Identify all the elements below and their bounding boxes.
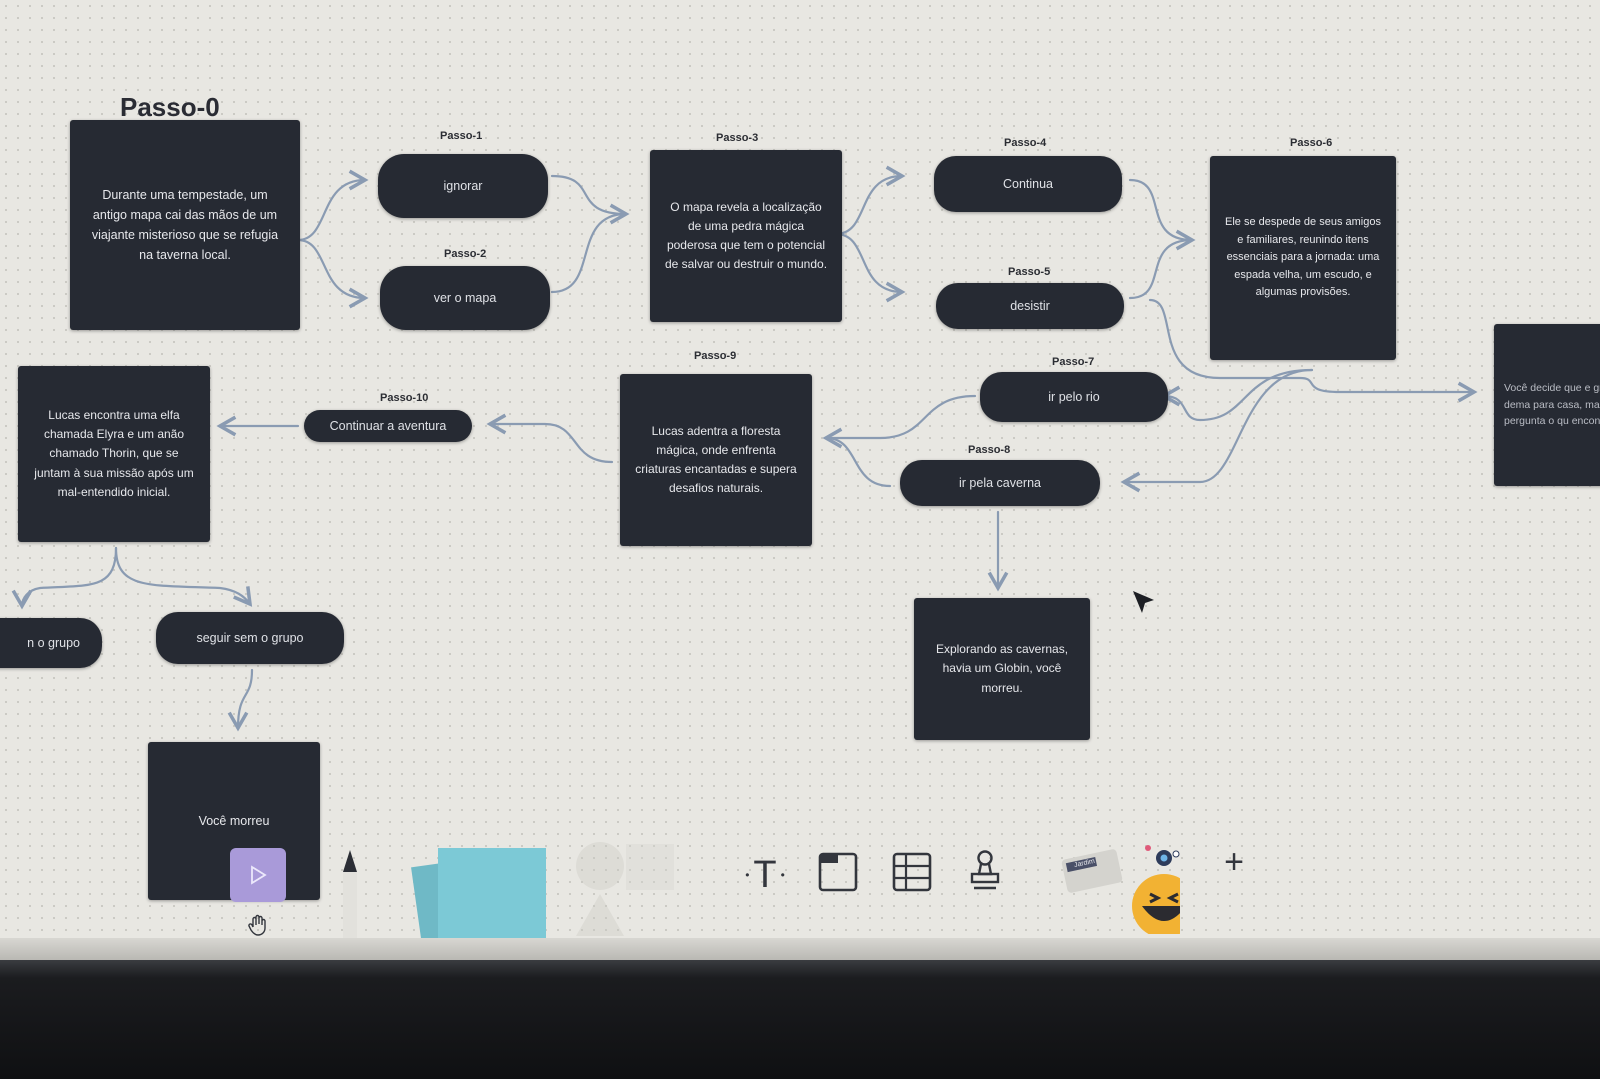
connector bbox=[227, 668, 254, 732]
connector bbox=[11, 546, 118, 610]
pointer-icon bbox=[251, 865, 267, 885]
step-label-passo-1: Passo-1 bbox=[440, 130, 483, 142]
step-card-passo-0[interactable]: Durante uma tempestade, um antigo mapa c… bbox=[70, 120, 300, 330]
choice-pill-seguir-sem-o-grupo[interactable]: seguir sem o grupo bbox=[156, 612, 344, 664]
step-card-passo-9[interactable]: Lucas adentra a floresta mágica, onde en… bbox=[620, 374, 812, 546]
mouse-cursor-icon bbox=[1133, 591, 1154, 613]
pen-icon bbox=[343, 850, 357, 938]
step-label-passo-6: Passo-6 bbox=[1290, 137, 1333, 149]
step-label-passo-2: Passo-2 bbox=[444, 248, 487, 260]
choice-pill-partial-left[interactable]: n o grupo bbox=[0, 618, 102, 668]
step-label-passo-7: Passo-7 bbox=[1052, 356, 1095, 368]
step-card-passo-3[interactable]: O mapa revela a localização de uma pedra… bbox=[650, 150, 842, 322]
step-label-passo-10: Passo-10 bbox=[380, 392, 429, 404]
connector bbox=[824, 436, 892, 488]
connector bbox=[1128, 238, 1194, 300]
choice-pill-ignorar[interactable]: ignorar bbox=[378, 154, 548, 218]
stamp-icon bbox=[970, 850, 1000, 890]
plus-icon: + bbox=[1224, 842, 1244, 881]
choice-pill-desistir[interactable]: desistir bbox=[936, 283, 1124, 329]
monitor-bezel bbox=[0, 960, 1600, 1079]
step-label-passo-4: Passo-4 bbox=[1004, 137, 1047, 149]
choice-pill-ver-o-mapa[interactable]: ver o mapa bbox=[380, 266, 550, 330]
connector bbox=[486, 413, 614, 464]
connector-layer bbox=[11, 165, 1478, 732]
step-label-passo-3: Passo-3 bbox=[716, 132, 759, 144]
connector bbox=[296, 238, 369, 309]
step-label-passo-9: Passo-9 bbox=[694, 350, 737, 362]
step-label-passo-0: Passo-0 bbox=[120, 92, 220, 122]
connector bbox=[834, 232, 906, 303]
step-label-passo-5: Passo-5 bbox=[1008, 266, 1051, 278]
connector bbox=[114, 546, 253, 607]
connector bbox=[1160, 368, 1314, 422]
hand-tool[interactable] bbox=[240, 910, 276, 940]
connector bbox=[1148, 298, 1478, 403]
step-card-partial-right[interactable]: Você decide que e grande dema para casa,… bbox=[1494, 324, 1600, 486]
step-card-caverna-morreu[interactable]: Explorando as cavernas, havia um Globin,… bbox=[914, 598, 1090, 740]
connector bbox=[1128, 178, 1196, 251]
text-tool-glyph: T bbox=[753, 853, 777, 896]
shapes-tool[interactable] bbox=[570, 840, 680, 936]
hand-icon bbox=[248, 914, 266, 936]
choice-pill-continuar-a-aventura[interactable]: Continuar a aventura bbox=[304, 410, 472, 442]
shapes-icon bbox=[576, 842, 674, 936]
text-tool[interactable]: •T• bbox=[745, 853, 785, 896]
connector bbox=[550, 212, 628, 294]
connector bbox=[296, 169, 369, 242]
add-tool-button[interactable]: + bbox=[1214, 842, 1254, 882]
table-icon bbox=[892, 852, 932, 892]
table-tool[interactable] bbox=[890, 850, 934, 894]
whiteboard-canvas[interactable]: Passo-0 Durante uma tempestade, um antig… bbox=[0, 0, 1600, 960]
screen-bottom-edge bbox=[0, 938, 1600, 960]
choice-pill-ir-pela-caverna[interactable]: ir pela caverna bbox=[900, 460, 1100, 506]
connector bbox=[1120, 368, 1314, 493]
connector bbox=[550, 174, 630, 225]
stickers-widget[interactable]: Jardim bbox=[1060, 834, 1196, 938]
emoji-sticker-icon bbox=[1061, 845, 1196, 938]
pen-tool[interactable] bbox=[340, 848, 360, 938]
step-card-lucas-encontra[interactable]: Lucas encontra uma elfa chamada Elyra e … bbox=[18, 366, 210, 542]
step-card-passo-6[interactable]: Ele se despede de seus amigos e familiar… bbox=[1210, 156, 1396, 360]
connector bbox=[822, 394, 977, 449]
frame-tool[interactable] bbox=[816, 850, 860, 894]
sticky-note-icon bbox=[411, 848, 546, 945]
connector bbox=[834, 165, 906, 236]
sticky-note-tool[interactable] bbox=[408, 846, 548, 945]
choice-pill-continua[interactable]: Continua bbox=[934, 156, 1122, 212]
frame-icon bbox=[818, 852, 858, 892]
bottom-toolbar: •T• bbox=[230, 820, 1290, 945]
stamp-tool[interactable] bbox=[966, 848, 1004, 896]
select-tool[interactable] bbox=[230, 848, 286, 902]
choice-pill-ir-pelo-rio[interactable]: ir pelo rio bbox=[980, 372, 1168, 422]
step-label-passo-8: Passo-8 bbox=[968, 444, 1011, 456]
